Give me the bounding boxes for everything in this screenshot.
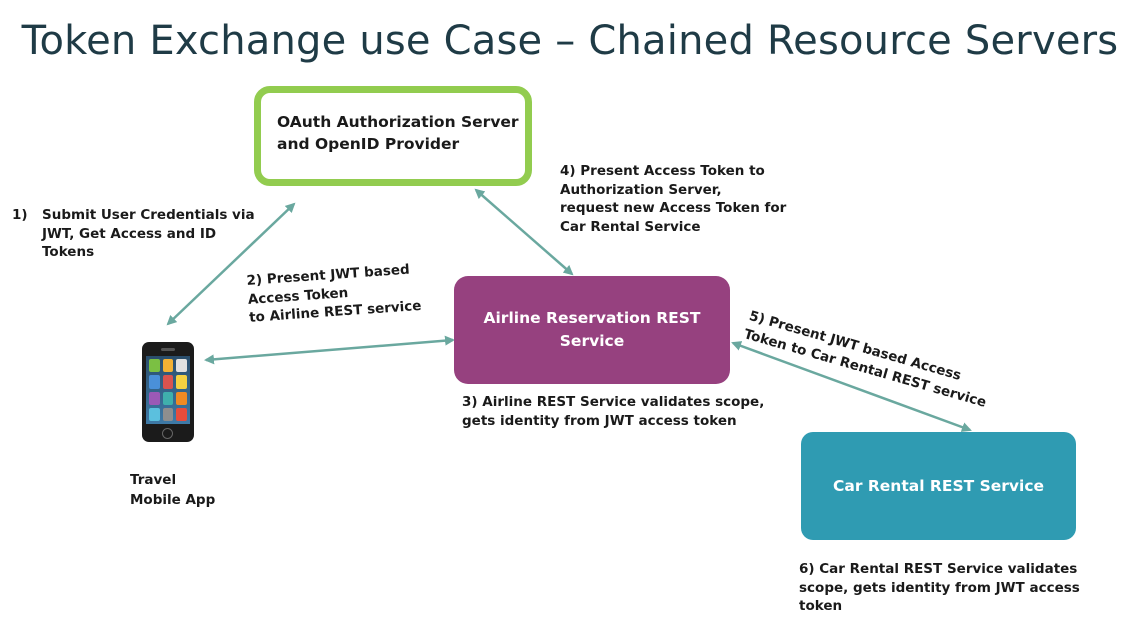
step-6-label: 6) Car Rental REST Service validates sco… (799, 561, 1080, 614)
auth-server-node: OAuth Authorization Server and OpenID Pr… (254, 86, 532, 186)
airline-service-node: Airline Reservation REST Service (454, 276, 730, 384)
arrow-auth-airline (474, 188, 574, 276)
step-4-label: 4) Present Access Token to Authorization… (560, 163, 787, 235)
step-1-label: Submit User Credentials via JWT, Get Acc… (42, 207, 255, 260)
car-rental-service-label: Car Rental REST Service (832, 476, 1045, 495)
auth-server-label: OAuth Authorization Server and OpenID Pr… (277, 113, 519, 153)
page-title: Token Exchange use Case – Chained Resour… (21, 18, 1119, 64)
smartphone-icon (142, 342, 194, 442)
mobile-app-label: Travel Mobile App (130, 472, 216, 508)
step-3-label: 3) Airline REST Service validates scope,… (462, 394, 765, 429)
airline-service-label: Airline Reservation REST Service (483, 309, 701, 350)
step-1-number: 1) (12, 207, 28, 223)
arrow-app-auth (166, 202, 296, 326)
car-rental-service-node: Car Rental REST Service (801, 432, 1076, 540)
arrow-airline-carrental (731, 341, 972, 432)
arrow-app-airline (204, 335, 455, 365)
